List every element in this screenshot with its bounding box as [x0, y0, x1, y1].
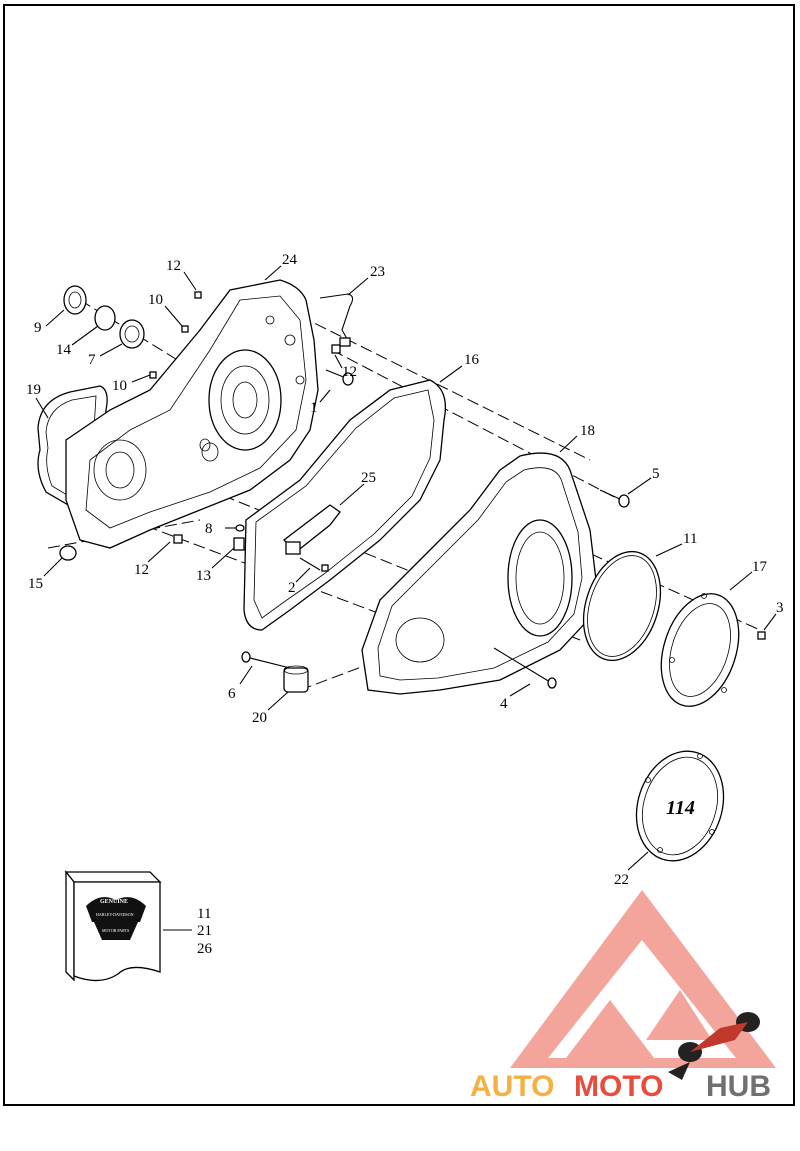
callout-12-top: 12 [166, 258, 181, 274]
callout-17: 17 [752, 559, 768, 575]
motorcycle-icon [668, 1012, 760, 1080]
part-1-bolt [325, 369, 354, 386]
part-2-screw [321, 564, 329, 572]
watermark-auto: AUTO [470, 1070, 554, 1103]
callout-25: 25 [361, 470, 376, 486]
part-3-screw [757, 631, 766, 640]
kit-label-21: 21 [197, 923, 212, 939]
derby-emblem-text: 114 [666, 797, 695, 819]
part-14-retaining-ring [94, 305, 116, 331]
part-12-screw-mid [331, 344, 341, 354]
part-17-gasket [660, 593, 740, 707]
part-11-o-ring [582, 550, 662, 662]
logo-motor-parts: MOTOR PARTS [102, 928, 129, 933]
genuine-parts-logo: GENUINE HARLEY-DAVIDSON MOTOR PARTS [86, 897, 146, 940]
part-8-o-ring [235, 524, 245, 532]
part-5-bolt [599, 489, 630, 508]
part-4-long-bolt [493, 647, 557, 689]
callout-12-mid: 12 [342, 364, 357, 380]
callout-10-bottom: 10 [112, 378, 127, 394]
kit-box: GENUINE HARLEY-DAVIDSON MOTOR PARTS [64, 870, 192, 982]
callout-3: 3 [776, 600, 784, 616]
callouts: 12 24 23 10 9 14 7 10 12 19 16 1 18 25 5… [26, 252, 784, 888]
callout-4: 4 [500, 696, 508, 712]
part-16-gasket [243, 379, 447, 631]
part-15-dowel [59, 545, 77, 561]
part-6-bolt [241, 651, 291, 669]
logo-genuine: GENUINE [100, 899, 128, 905]
callout-24: 24 [282, 252, 298, 268]
callout-20: 20 [252, 710, 267, 726]
leader-lines [35, 265, 777, 871]
part-9-seal [63, 285, 87, 315]
part-24-inner-primary [65, 279, 319, 549]
part-10-screw-a [181, 325, 189, 333]
page-frame [3, 4, 795, 1106]
kit-label-11: 11 [197, 906, 211, 922]
callout-6: 6 [228, 686, 236, 702]
callout-13: 13 [196, 568, 211, 584]
callout-1: 1 [310, 400, 318, 416]
part-18-primary-cover [361, 452, 597, 695]
callout-16: 16 [464, 352, 480, 368]
callout-5: 5 [652, 466, 660, 482]
callout-7: 7 [88, 352, 96, 368]
callout-2: 2 [288, 580, 296, 596]
callout-15: 15 [28, 576, 43, 592]
logo-brand: HARLEY-DAVIDSON [96, 912, 134, 917]
callout-9: 9 [34, 320, 42, 336]
part-10-screw-b [149, 371, 157, 379]
callout-10-top: 10 [148, 292, 163, 308]
callout-22: 22 [614, 872, 629, 888]
part-12-screw-bottom [173, 534, 183, 544]
callout-14: 14 [56, 342, 72, 358]
callout-19: 19 [26, 382, 41, 398]
part-13-plug [233, 537, 245, 551]
part-22-derby-cover: 114 [635, 750, 725, 862]
callout-23: 23 [370, 264, 385, 280]
watermark-logo: AUTO MOTO HUB [470, 890, 776, 1103]
callout-8: 8 [205, 521, 213, 537]
kit-label-26: 26 [197, 941, 213, 957]
callout-12-bottom: 12 [134, 562, 149, 578]
watermark-moto: MOTO [574, 1070, 663, 1103]
callout-18: 18 [580, 423, 595, 439]
part-25-tensioner [283, 504, 341, 571]
callout-11: 11 [683, 531, 697, 547]
part-23-clip [319, 293, 354, 345]
part-20-damper [283, 665, 309, 693]
watermark-hub: HUB [706, 1070, 771, 1103]
part-12-screw-top [194, 291, 202, 299]
part-7-bearing [119, 319, 145, 349]
